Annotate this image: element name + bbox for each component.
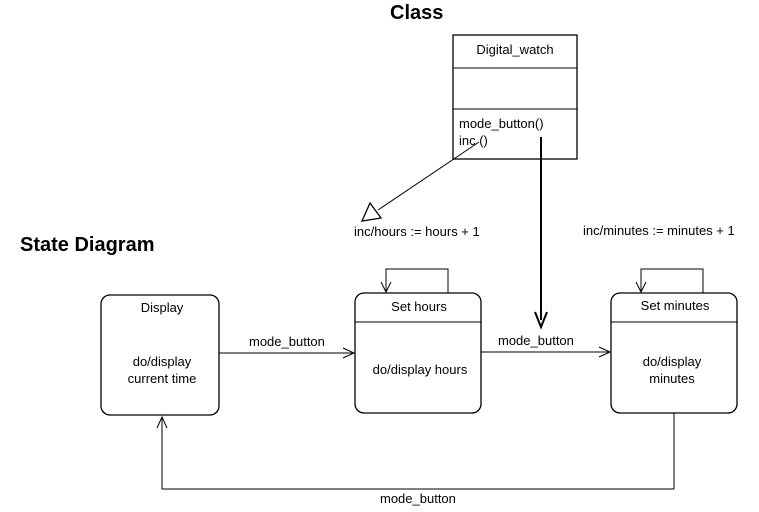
- self-transition-hours-arrowhead: [380, 281, 392, 294]
- state-set-hours-activity: do/display hours: [373, 362, 468, 377]
- state-display-frame: [100, 294, 220, 416]
- inc-trigger-arrowhead: [360, 201, 383, 222]
- self-transition-minutes: inc/minutes := minutes + 1: [583, 223, 735, 294]
- state-display-activity-line-1: do/display: [133, 354, 192, 369]
- self-transition-hours-line: [385, 268, 449, 293]
- state-display-activity-line-2: current time: [128, 371, 197, 386]
- mode-button-trigger-arrow: [534, 137, 548, 330]
- transition-minutes-to-display-line: [161, 413, 675, 490]
- transition-minutes-to-display-label: mode_button: [380, 491, 456, 506]
- state-set-hours: Set hours do/display hours: [354, 292, 482, 414]
- state-set-minutes-activity-line-2: minutes: [649, 371, 695, 386]
- self-transition-minutes-arrowhead: [635, 281, 647, 294]
- transition-display-to-hours-arrowhead: [342, 347, 356, 359]
- state-set-minutes-activity-line-1: do/display: [643, 354, 702, 369]
- class-name: Digital_watch: [476, 42, 553, 57]
- self-transition-hours-label: inc/hours := hours + 1: [354, 224, 480, 239]
- transition-minutes-to-display-arrowhead: [156, 415, 168, 429]
- class-heading: Class: [390, 2, 443, 24]
- self-transition-minutes-line: [640, 268, 704, 293]
- transition-display-to-hours-label: mode_button: [249, 334, 325, 349]
- state-diagram-heading: State Diagram: [20, 234, 155, 256]
- state-set-hours-name: Set hours: [391, 299, 447, 314]
- state-set-minutes: Set minutes do/display minutes: [610, 292, 738, 414]
- class-operation-mode-button: mode_button(): [459, 116, 544, 131]
- class-operation-inc: inc (): [459, 133, 488, 148]
- state-display: Display do/display current time: [100, 294, 220, 416]
- mode-button-trigger-arrowhead: [534, 311, 548, 330]
- class-box: Digital_watch mode_button() inc (): [452, 34, 578, 160]
- transition-display-to-hours: mode_button: [219, 334, 356, 359]
- self-transition-minutes-label: inc/minutes := minutes + 1: [583, 223, 735, 238]
- transition-minutes-to-display: mode_button: [156, 413, 675, 506]
- state-set-minutes-name: Set minutes: [641, 298, 710, 313]
- transition-hours-to-minutes-label: mode_button: [498, 333, 574, 348]
- class-box-frame: [452, 34, 578, 160]
- state-display-name: Display: [141, 300, 184, 315]
- transition-hours-to-minutes: mode_button: [481, 333, 612, 358]
- inc-trigger-line: [377, 141, 480, 211]
- transition-hours-to-minutes-arrowhead: [598, 346, 612, 358]
- self-transition-hours: inc/hours := hours + 1: [354, 224, 480, 294]
- inc-trigger-arrow: [360, 141, 480, 222]
